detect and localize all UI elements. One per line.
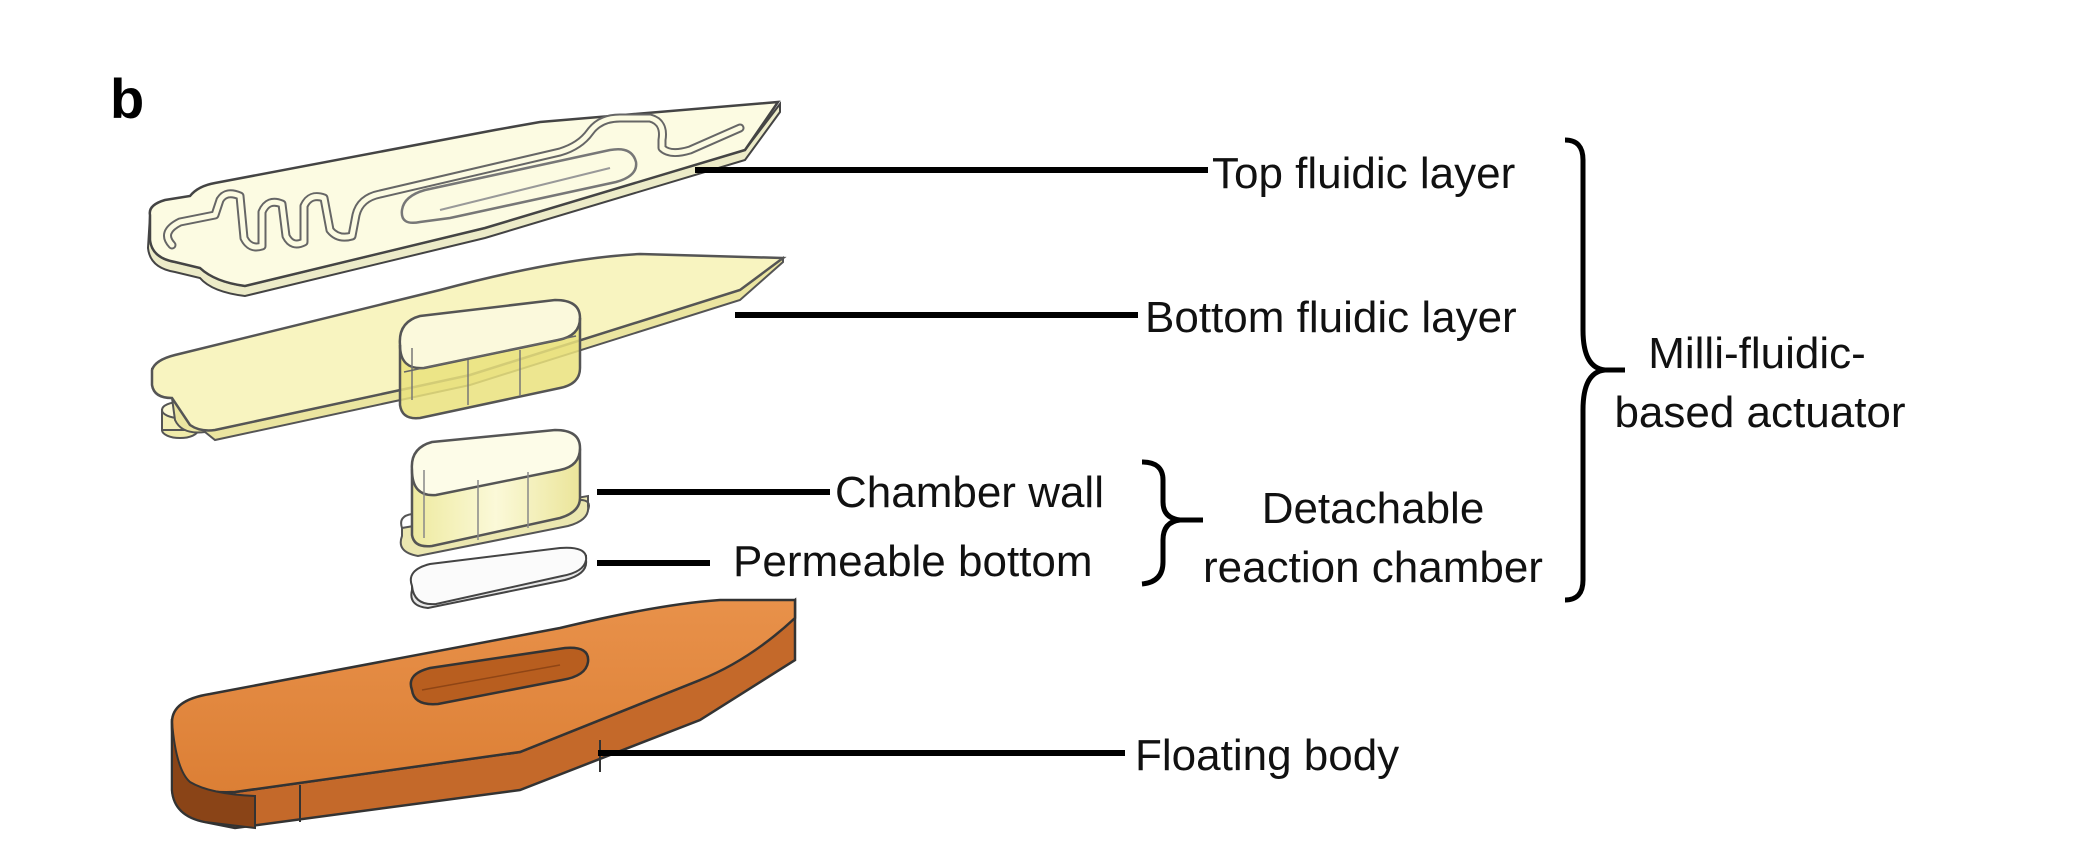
label-chamber-wall: Chamber wall — [835, 468, 1104, 517]
top-fluidic-layer-part — [146, 100, 781, 298]
chamber-wall-part — [399, 428, 590, 558]
label-floating-body: Floating body — [1135, 731, 1399, 780]
label-permeable-bottom: Permeable bottom — [733, 537, 1093, 586]
panel-label: b — [110, 67, 144, 130]
brace-reaction-chamber — [1141, 459, 1203, 587]
group-label-actuator-line1: Milli-fluidic- — [1648, 329, 1866, 378]
group-label-reaction-chamber-line2: reaction chamber — [1203, 543, 1543, 592]
brace-actuator — [1564, 137, 1625, 603]
floating-body-part — [170, 597, 797, 830]
label-top-fluidic-layer: Top fluidic layer — [1212, 149, 1515, 198]
group-label-reaction-chamber-line1: Detachable — [1262, 484, 1485, 533]
label-bottom-fluidic-layer: Bottom fluidic layer — [1145, 293, 1517, 342]
group-label-actuator-line2: based actuator — [1614, 388, 1905, 437]
bottom-fluidic-layer-part — [150, 252, 787, 442]
permeable-bottom-part — [409, 546, 588, 610]
